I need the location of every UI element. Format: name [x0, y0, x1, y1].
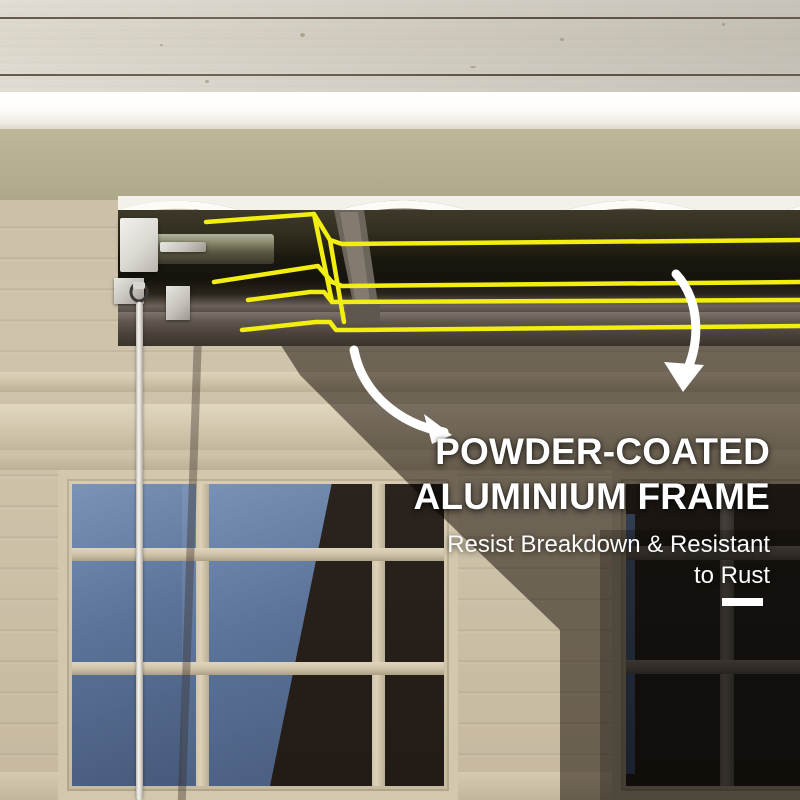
callout-subtitle-line1: Resist Breakdown & Resistant — [447, 530, 770, 558]
callout-subtitle-line2: to Rust — [693, 561, 770, 589]
callout-heading: POWDER-COATED ALUMINIUM FRAME — [300, 430, 770, 520]
window-left — [58, 470, 458, 800]
frame-highlight-outline — [203, 211, 800, 333]
cassette-end-cap — [120, 218, 158, 272]
plank-seam — [0, 17, 800, 19]
curved-arrow-right-icon — [664, 269, 704, 392]
wood-knot — [722, 23, 725, 26]
cassette-housing — [118, 210, 800, 330]
callout-subtitle: Resist Breakdown & Resistant to Rust — [300, 529, 770, 591]
window-mullion-vertical — [196, 484, 209, 786]
wood-knot — [560, 38, 564, 41]
fascia-trim — [0, 92, 800, 130]
support-arm — [334, 210, 380, 322]
awning-cassette — [114, 196, 800, 346]
feature-callout: POWDER-COATED ALUMINIUM FRAME Resist Bre… — [300, 430, 770, 591]
window-mullion-horizontal — [72, 662, 444, 675]
wood-knot — [205, 80, 209, 83]
wood-grain-texture — [0, 0, 800, 94]
glass-reflection-left — [72, 484, 192, 786]
wood-knot — [470, 66, 476, 68]
wood-ceiling — [0, 0, 800, 94]
wood-knot — [300, 33, 305, 37]
callout-heading-line1: POWDER-COATED — [435, 431, 770, 472]
awning-cast-shadow-deep — [600, 530, 800, 800]
accent-underbar — [722, 598, 763, 606]
bracket-arm — [160, 242, 206, 252]
window-glass-area — [72, 484, 444, 786]
callout-heading-line2: ALUMINIUM FRAME — [413, 475, 770, 517]
crank-rod — [136, 302, 143, 800]
soffit-band — [0, 129, 800, 209]
curved-arrow-left-icon — [349, 345, 452, 444]
window-mullion-horizontal — [72, 548, 444, 561]
mounting-bracket — [166, 286, 190, 320]
wood-knot — [160, 44, 163, 46]
plank-seam — [0, 74, 800, 76]
